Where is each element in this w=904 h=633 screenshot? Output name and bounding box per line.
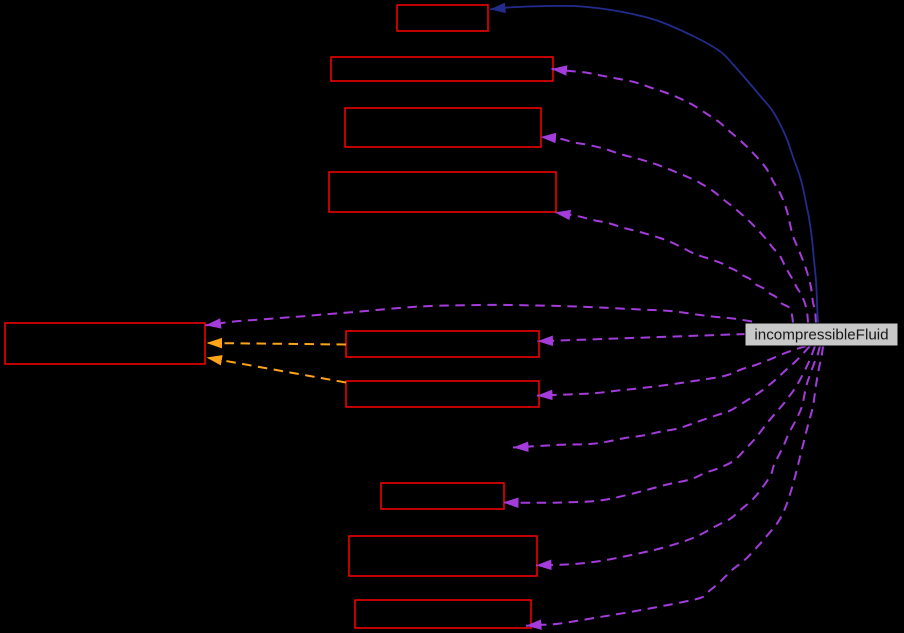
svg-text:incompressibleFluid: incompressibleFluid bbox=[754, 327, 888, 344]
